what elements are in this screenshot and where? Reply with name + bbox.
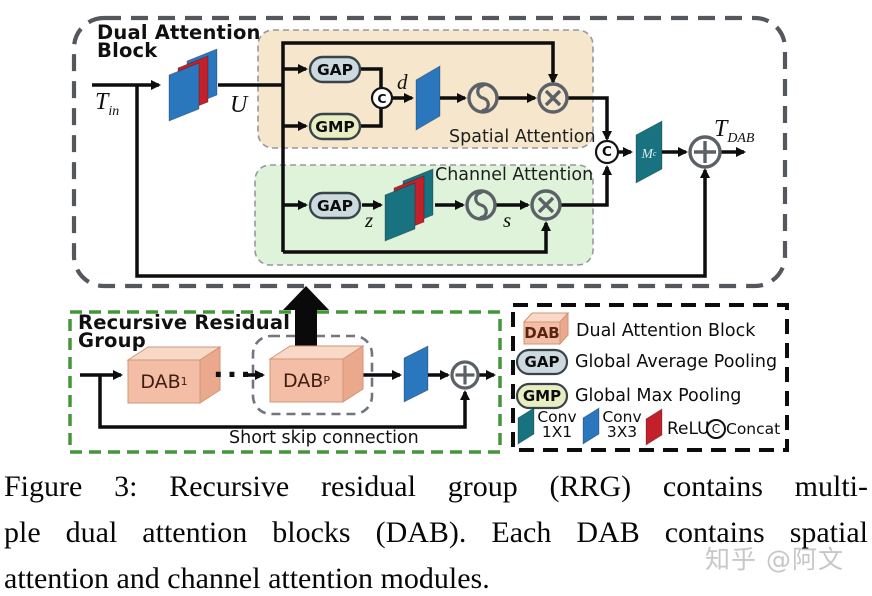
dab-outer-box: [71, 15, 788, 289]
spatial-attention-title: Spatial Attention: [449, 127, 596, 147]
channel-gap-label: GAP: [316, 196, 354, 215]
dab1-box-icon: [126, 346, 222, 404]
dab-ellipsis: ···: [213, 358, 254, 391]
spatial-sigmoid-icon: [467, 82, 499, 114]
spatial-conv3x3-icon: [415, 65, 441, 131]
channel-gap-pill: [308, 191, 362, 220]
legend-gap-pill: [515, 348, 569, 376]
dab1-main: DAB: [140, 370, 181, 393]
d-label: d: [397, 70, 408, 94]
channel-sigmoid-icon: [465, 189, 497, 221]
t-dab-sub: DAB: [727, 130, 755, 146]
u-label: U: [230, 92, 248, 118]
dab-add-icon: [688, 135, 722, 169]
mc-conv1x1-icon: [635, 120, 663, 184]
dab-title-line2: Block: [97, 39, 158, 62]
t-in-label: Tin: [95, 89, 120, 119]
rrg-to-dab-arrow: [283, 286, 329, 347]
spatial-gap-label: GAP: [316, 60, 354, 79]
legend-conv1-line1: Conv: [537, 408, 577, 426]
legend-relu-text: ReLU: [667, 419, 710, 439]
legend-gap-text: Global Average Pooling: [575, 352, 778, 372]
rrg-title: Recursive Residual Group: [78, 311, 291, 352]
channel-attention-title: Channel Attention: [435, 165, 594, 185]
caption-line3: attention and channel attention modules.: [4, 562, 490, 595]
t-in-sub: in: [108, 103, 120, 119]
legend-concat-icon: [706, 419, 726, 439]
branch-concat-circle: [594, 139, 620, 165]
legend-conv1-label: Conv 1X1: [536, 408, 578, 441]
legend-concat-icon-label: C: [711, 422, 721, 436]
legend-conv3-line1: Conv: [602, 408, 642, 426]
rrg-add-icon: [450, 360, 480, 390]
dab-title: Dual Attention Block: [97, 21, 261, 62]
caption-line1: Figure 3: Recursive residual group (RRG)…: [4, 470, 868, 503]
s-label: s: [503, 208, 512, 232]
rrg-conv3x3-icon: [403, 345, 429, 403]
dab-title-line1: Dual Attention: [97, 21, 261, 44]
legend-gmp-pill: [515, 382, 569, 410]
legend-relu-icon: [645, 408, 663, 446]
dabp-box-icon: [268, 345, 365, 403]
spatial-gap-pill: [308, 55, 362, 84]
legend-conv3-line2: 3X3: [606, 423, 638, 441]
t-dab-label: TDAB: [714, 116, 755, 146]
legend-dab-icon-label: DAB: [524, 324, 560, 342]
legend-gmp-icon-label: GMP: [522, 387, 562, 405]
channel-conv-stack-icon: [384, 168, 434, 242]
watermark: 知乎 @阿文: [705, 545, 844, 574]
rrg-title-line2: Group: [78, 329, 146, 352]
rrg-title-line1: Recursive Residual: [78, 311, 291, 334]
legend-conv1-line2: 1X1: [541, 423, 573, 441]
t-dab-main: T: [714, 116, 728, 142]
connector-lines: [80, 41, 746, 429]
mc-main: M: [641, 146, 653, 161]
legend-dab-icon: [522, 311, 570, 346]
rrg-box: [68, 310, 502, 454]
legend-conv1x1-icon: [517, 407, 535, 445]
t-in-main: T: [95, 89, 109, 115]
spatial-gmp-label: GMP: [315, 117, 355, 136]
branch-concat-label: C: [602, 144, 612, 160]
short-skip-label: Short skip connection: [229, 428, 419, 448]
spatial-concat-circle: [370, 86, 394, 110]
spatial-gmp-pill: [308, 112, 362, 141]
channel-multiply-icon: [530, 189, 562, 221]
z-label: z: [365, 208, 374, 232]
legend-conv3x3-icon: [582, 407, 600, 445]
legend-conv3-label: Conv 3X3: [601, 408, 643, 441]
legend-dab-text: Dual Attention Block: [576, 321, 756, 341]
legend-gap-icon-label: GAP: [524, 353, 560, 371]
dabp-main: DAB: [283, 369, 324, 392]
legend-concat-text: Concat: [726, 420, 781, 438]
spatial-concat-label: C: [377, 90, 387, 106]
legend-gmp-text: Global Max Pooling: [575, 386, 742, 406]
spatial-multiply-icon: [537, 82, 569, 114]
entry-conv-stack-icon: [168, 48, 218, 122]
caption-line2: ple dual attention blocks (DAB). Each DA…: [4, 516, 868, 549]
